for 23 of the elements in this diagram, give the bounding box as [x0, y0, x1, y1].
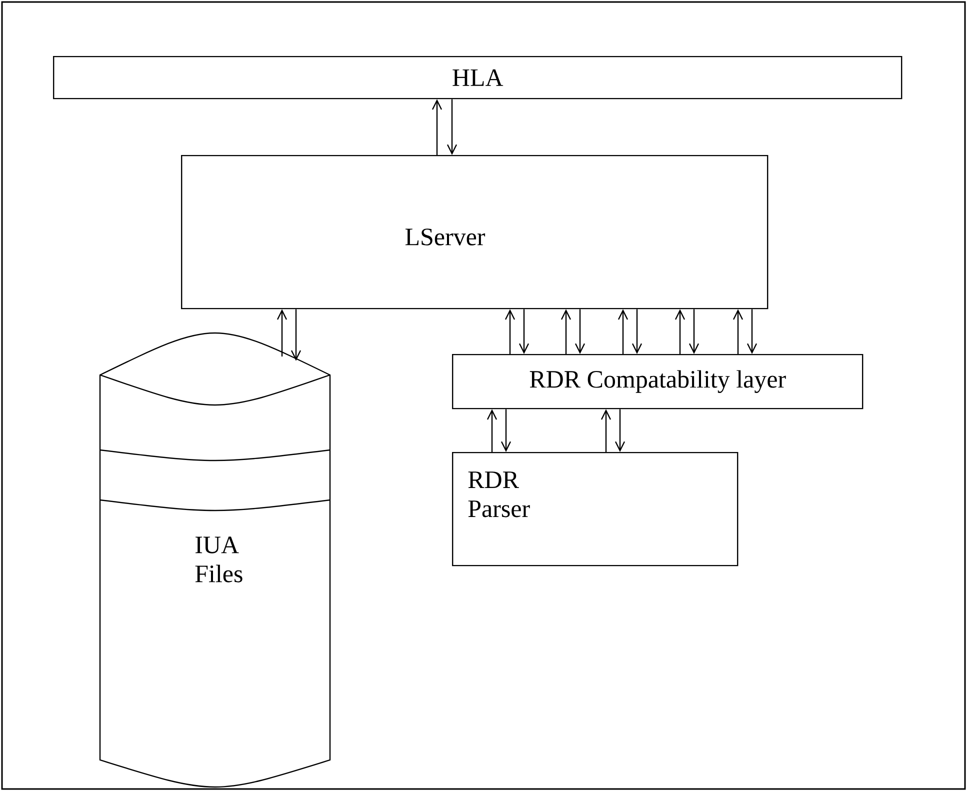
arrow — [732, 309, 744, 354]
arrow — [446, 99, 458, 155]
arrow — [290, 309, 302, 361]
arrow — [276, 309, 288, 356]
process-box: RDR Parser — [452, 452, 738, 566]
arrow — [486, 409, 498, 452]
process-box: LServer — [181, 154, 768, 310]
arrow — [674, 309, 686, 354]
cylinder: IUA Files — [99, 332, 331, 788]
arrow — [560, 309, 572, 354]
arrow — [600, 409, 612, 452]
process-box: RDR Compatability layer — [452, 354, 864, 410]
arrow — [746, 309, 758, 354]
arrow — [574, 309, 586, 354]
arrow — [518, 309, 530, 354]
arrow — [632, 309, 642, 354]
arrow — [500, 409, 512, 452]
arrow — [504, 309, 516, 354]
arrow — [432, 99, 442, 155]
process-box: HLA — [53, 56, 902, 100]
arrow — [618, 309, 628, 354]
arrow — [688, 309, 700, 354]
arrow — [614, 409, 626, 452]
